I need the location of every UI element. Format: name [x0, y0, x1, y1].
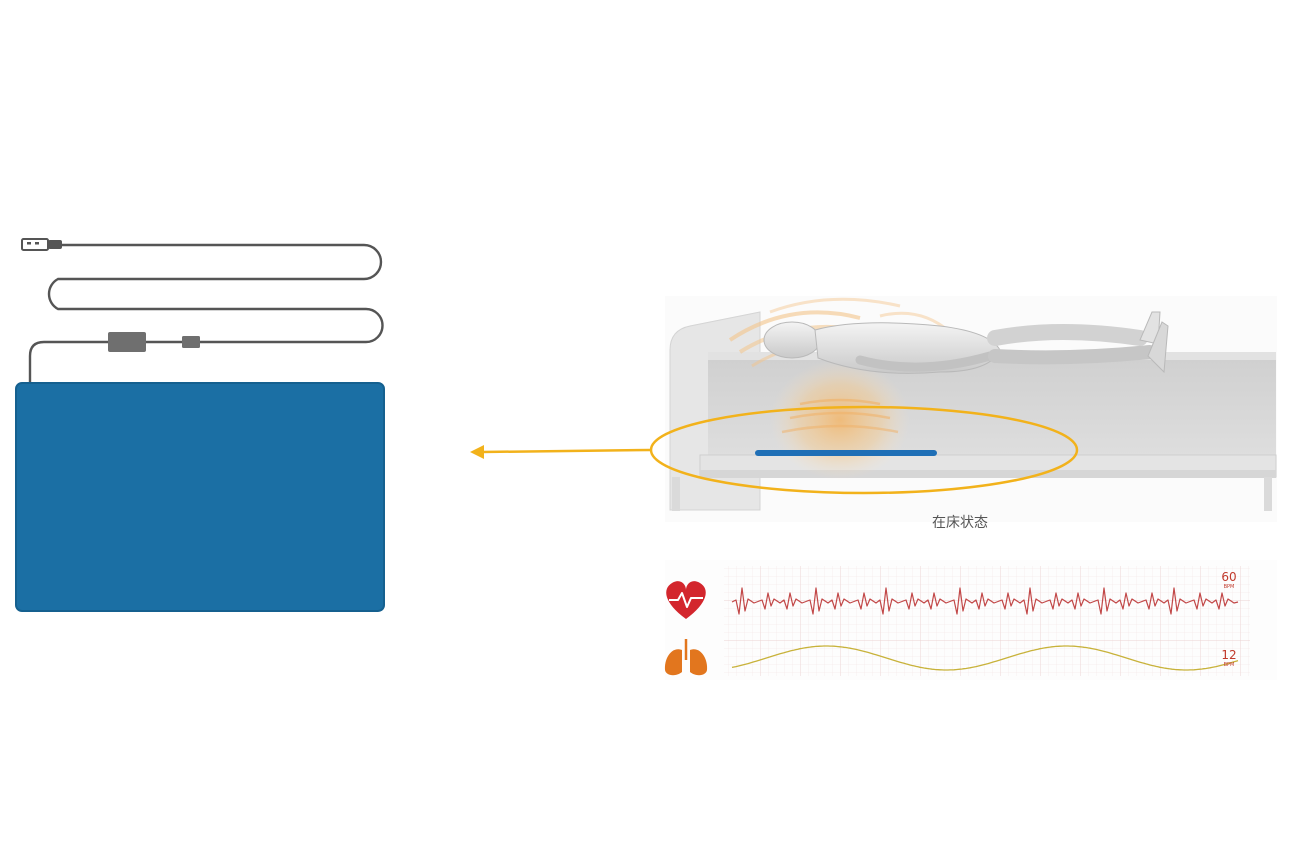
- pointer-arrow: [470, 445, 651, 459]
- vitals-panel: 60 BPM 12 BPM: [664, 560, 1277, 680]
- bed-leg-left: [672, 477, 680, 511]
- cable-controller-box: [108, 332, 146, 352]
- heart-rate-value: 60: [1221, 570, 1236, 584]
- respiration-trace: [731, 645, 1239, 671]
- lying-person: [763, 311, 1169, 374]
- ecg-trace: [731, 587, 1239, 615]
- sensor-mat: [15, 382, 385, 612]
- respiration-rate-unit: BPM: [1224, 662, 1235, 668]
- usb-plug-icon: [21, 238, 62, 251]
- sensor-mat-device: [15, 238, 385, 612]
- monitor-grid: [724, 566, 1250, 676]
- respiration-rate-value: 12: [1221, 648, 1236, 662]
- usb-cable: [28, 243, 384, 388]
- bed-scene: 在床状态: [649, 296, 1277, 531]
- bed-state-caption: 在床状态: [932, 515, 988, 531]
- under-mattress-sensor-strip: [755, 450, 937, 456]
- heart-icon: [666, 581, 706, 619]
- cable-ferrite-bead: [182, 336, 200, 348]
- bed-leg-right: [1264, 477, 1272, 511]
- heart-rate-unit: BPM: [1224, 584, 1235, 590]
- lungs-icon: [664, 639, 708, 676]
- sensor-highlight-ellipse: [649, 405, 1079, 495]
